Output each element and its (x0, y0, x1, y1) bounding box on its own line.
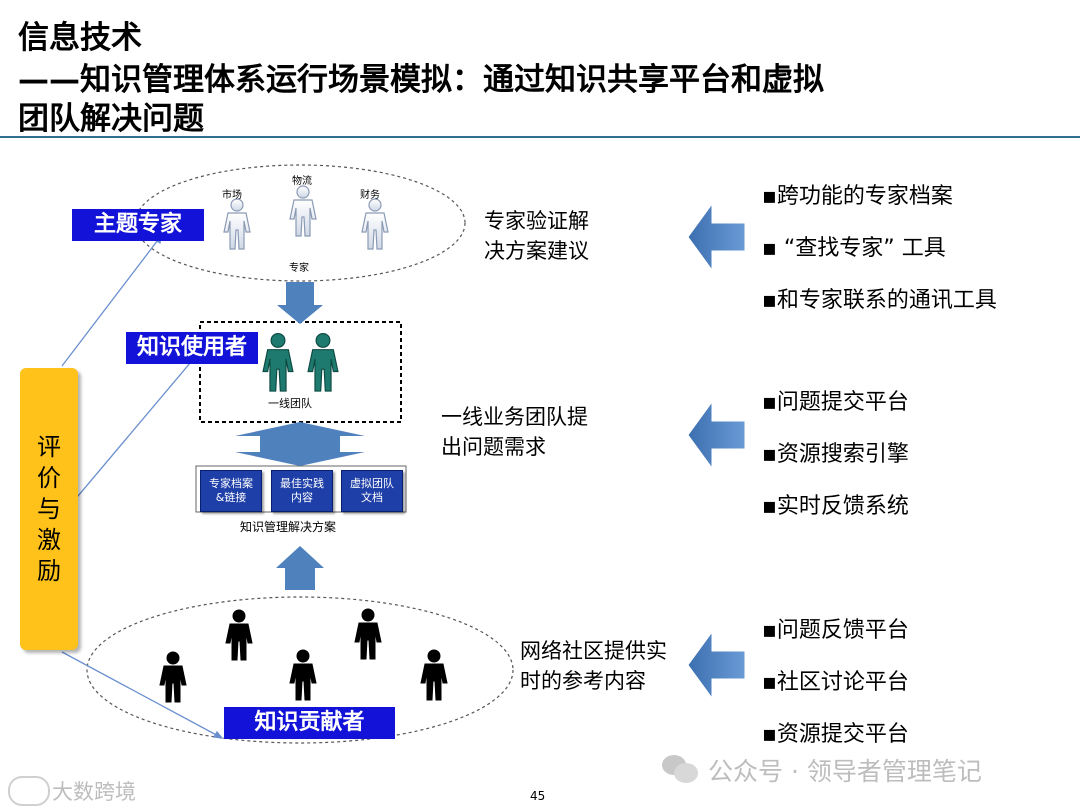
page-number: 45 (530, 789, 546, 803)
contributor-icon (354, 608, 382, 660)
users-description: 一线业务团队提 出问题需求 (441, 402, 588, 462)
person-marketing-icon (223, 198, 251, 250)
team-member-icon (262, 332, 294, 392)
page-title-line-3: 团队解决问题 (18, 101, 204, 137)
person-label-logistics: 物流 (292, 176, 312, 187)
solution-label: 知识管理解决方案 (240, 520, 337, 534)
expert-tool-item: ▪和专家联系的通讯工具 (762, 288, 997, 313)
knowledge-contributor-tag: 知识贡献者 (224, 707, 395, 739)
up-arrow-contributors-to-solution (276, 546, 324, 590)
experts-description-line: 决方案建议 (484, 239, 589, 263)
contributor-icon (225, 609, 253, 661)
link-eval-to-experts (61, 235, 162, 367)
evaluation-incentive-label: 评价与激励 (37, 432, 61, 585)
expert-tool-item: ▪跨功能的专家档案 (762, 184, 953, 209)
left-arrow-contributors-tools (687, 630, 746, 700)
person-label-marketing: 市场 (222, 190, 242, 201)
wechat-icon (662, 753, 700, 783)
solution-box-expert-profiles: 专家档案 &链接 (200, 470, 262, 512)
contributors-description: 网络社区提供实 时的参考内容 (520, 636, 667, 696)
contributors-description-line: 网络社区提供实 (520, 639, 667, 663)
contributor-icon (159, 651, 187, 703)
watermark-left-logo-icon (8, 776, 50, 806)
solution-box-best-practices: 最佳实践 内容 (271, 470, 333, 512)
knowledge-user-tag: 知识使用者 (126, 332, 258, 364)
contributor-tool-item: ▪社区讨论平台 (762, 670, 909, 695)
down-arrow-experts-to-team (277, 282, 323, 324)
experts-ellipse (134, 164, 466, 282)
left-arrow-users-tools (687, 400, 746, 470)
person-label-finance: 财务 (360, 190, 380, 201)
user-tool-item: ▪实时反馈系统 (762, 494, 909, 519)
contributors-ellipse (86, 596, 514, 744)
frontline-team-label: 一线团队 (268, 397, 312, 410)
users-description-line: 出问题需求 (441, 435, 546, 459)
experts-description: 专家验证解 决方案建议 (484, 206, 589, 266)
page-title-line-1: 信息技术 (18, 20, 142, 56)
contributors-description-line: 时的参考内容 (520, 669, 646, 693)
user-tool-item: ▪资源搜索引擎 (762, 442, 909, 467)
contributor-icon (420, 649, 448, 701)
contributor-tool-item: ▪资源提交平台 (762, 722, 909, 747)
link-eval-to-contributors (61, 651, 223, 739)
person-finance-icon (361, 198, 389, 250)
person-logistics-icon (289, 185, 317, 237)
contributor-tool-item: ▪问题反馈平台 (762, 618, 909, 643)
subject-expert-tag: 主题专家 (72, 209, 204, 241)
solution-box-virtual-team-docs: 虚拟团队 文档 (341, 470, 403, 512)
title-divider (0, 136, 1080, 138)
evaluation-incentive-bar: 评价与激励 (20, 368, 78, 650)
page-title-line-2: ——知识管理体系运行场景模拟：通过知识共享平台和虚拟 (18, 62, 824, 98)
users-description-line: 一线业务团队提 (441, 405, 588, 429)
experts-group-label: 专家 (289, 263, 309, 274)
user-tool-item: ▪问题提交平台 (762, 390, 909, 415)
link-eval-to-users (61, 355, 197, 516)
bidirectional-arrow (235, 422, 365, 466)
expert-tool-item: ▪ “查找专家” 工具 (762, 236, 946, 261)
contributor-icon (289, 649, 317, 701)
experts-description-line: 专家验证解 (484, 209, 589, 233)
watermark-left: 大数跨境 (52, 780, 136, 804)
left-arrow-experts-tools (687, 202, 746, 272)
team-member-icon (307, 332, 339, 392)
watermark-right: 公众号 · 领导者管理笔记 (708, 757, 982, 786)
